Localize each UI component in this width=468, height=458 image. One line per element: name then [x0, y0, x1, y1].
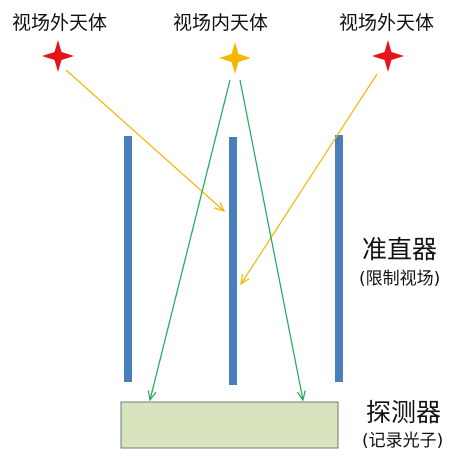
ray-right-outside	[241, 73, 378, 284]
star-left-outside-icon	[42, 40, 74, 72]
star-center-inside-icon	[219, 42, 251, 74]
detector-box	[120, 401, 339, 449]
ray-center-to-detector-right	[239, 79, 303, 400]
collimator-bar-left	[124, 136, 132, 382]
detector-subtitle: (记录光子)	[362, 431, 444, 451]
source-center-label: 视场内天体	[173, 12, 269, 34]
ray-left-outside	[65, 69, 224, 211]
source-right-label: 视场外天体	[339, 12, 435, 34]
detector-title: 探测器	[366, 398, 442, 427]
star-right-outside-icon	[372, 40, 404, 72]
collimator-bar-center	[229, 137, 237, 385]
collimator-title: 准直器	[362, 235, 438, 264]
source-left-label: 视场外天体	[12, 12, 108, 34]
collimator-bar-right	[335, 135, 343, 382]
collimator-subtitle: (限制视场)	[359, 269, 441, 289]
ray-center-to-detector-left	[150, 79, 231, 400]
